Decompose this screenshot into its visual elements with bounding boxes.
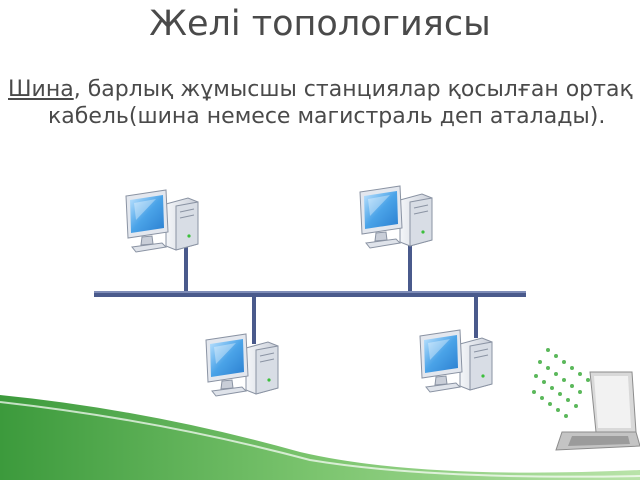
green-wave bbox=[0, 395, 640, 480]
laptop-icon bbox=[555, 371, 640, 451]
workstation-icon bbox=[419, 329, 493, 393]
dots-pattern-icon bbox=[532, 348, 590, 418]
term-bus: Шина bbox=[8, 77, 74, 102]
workstation-icon bbox=[359, 185, 433, 249]
definition-paragraph: Шина, барлық жұмысшы станциялар қосылған… bbox=[8, 76, 640, 130]
workstation-icon bbox=[125, 189, 199, 253]
slide-title: Желі топологиясы bbox=[149, 4, 491, 44]
workstation-icon bbox=[205, 333, 279, 397]
definition-text: , барлық жұмысшы станциялар қосылған орт… bbox=[48, 77, 633, 129]
bus-cable bbox=[94, 291, 526, 297]
